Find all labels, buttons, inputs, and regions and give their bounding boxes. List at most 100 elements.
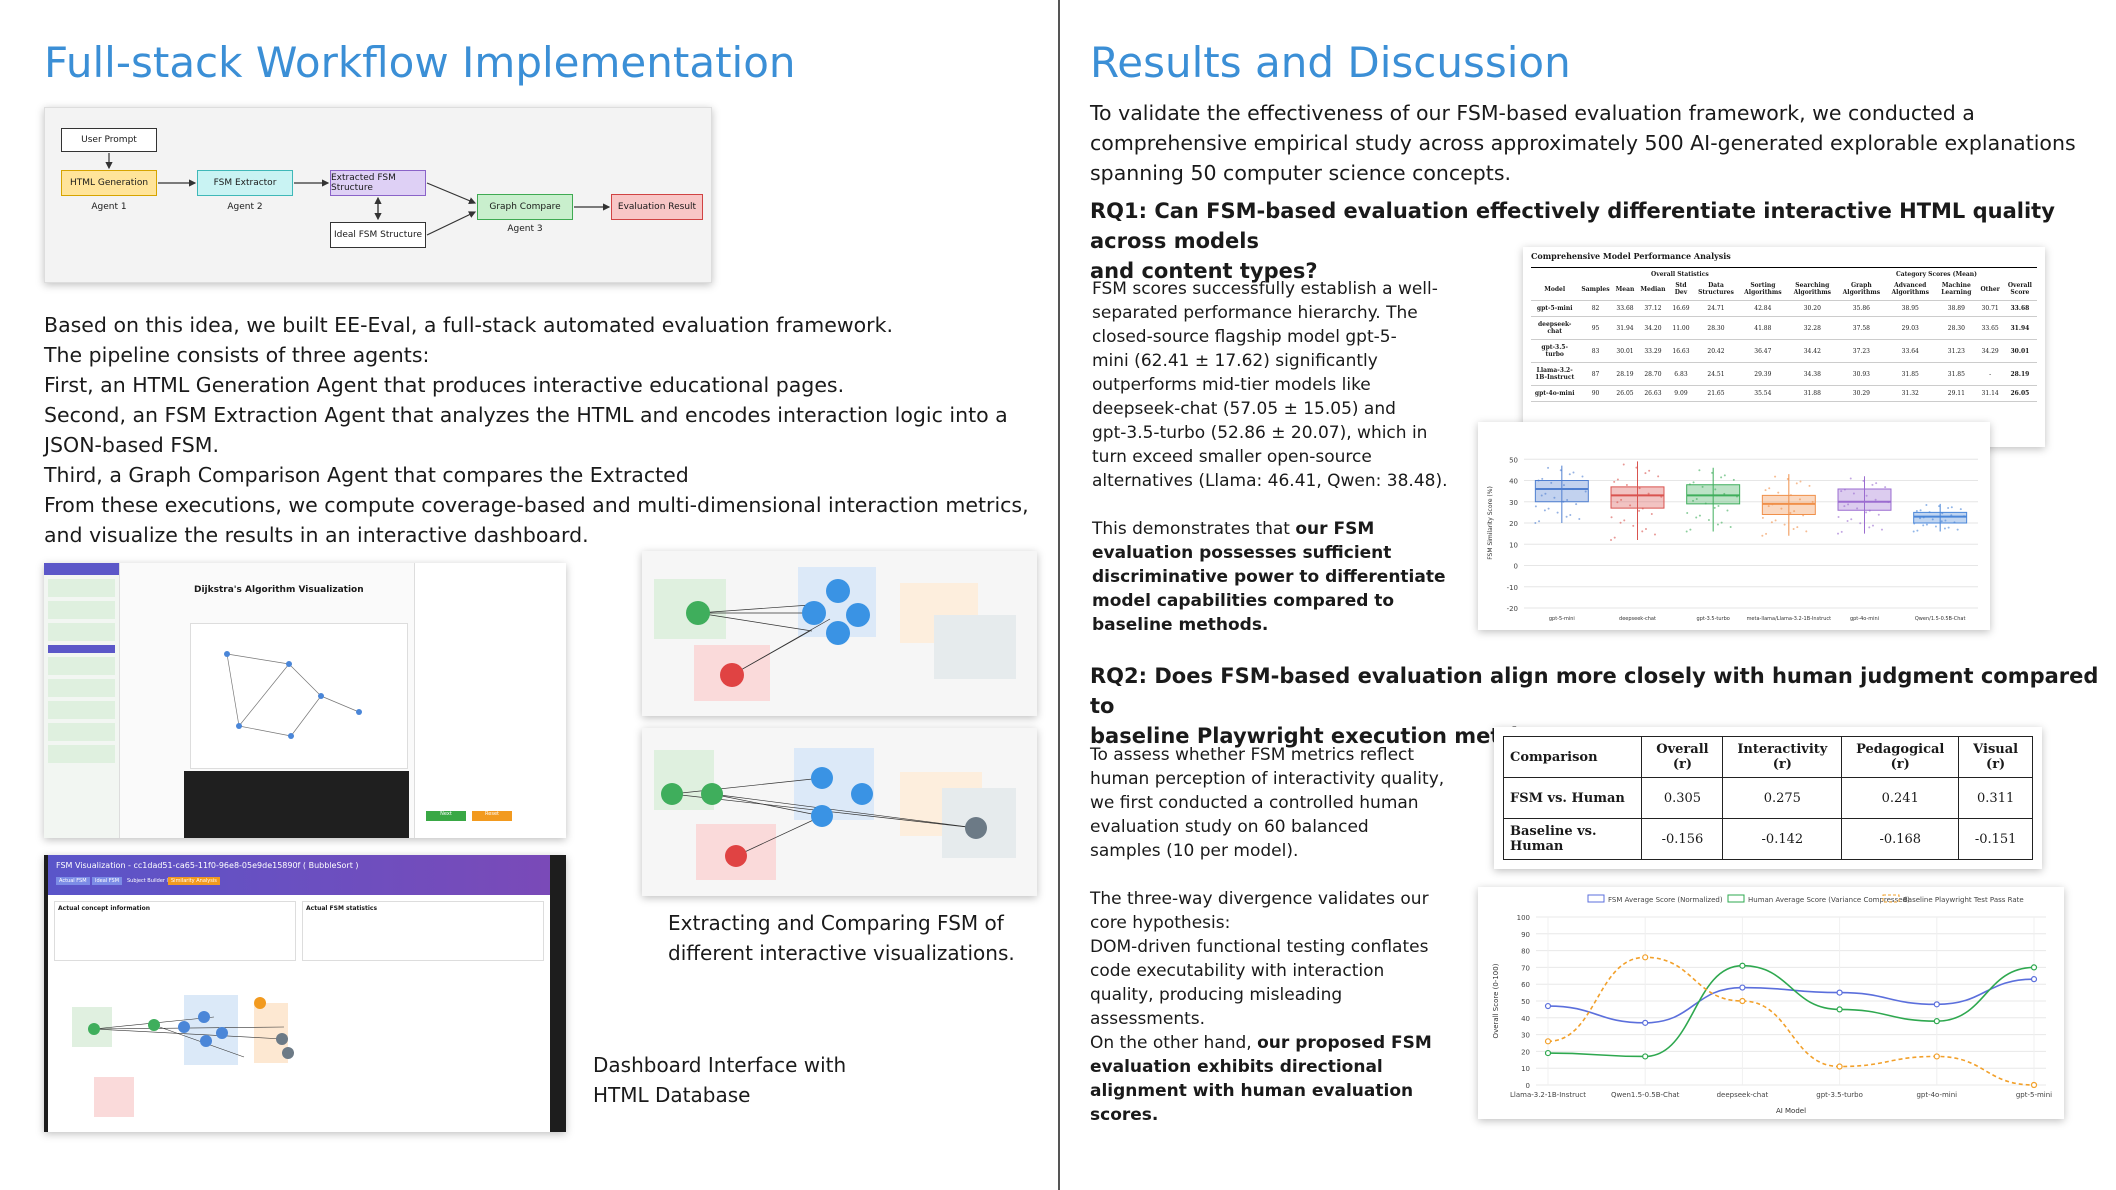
box-point [1550, 481, 1553, 484]
group-category-scores: Category Scores (Mean) [1895, 271, 1977, 278]
box-point [1685, 530, 1688, 533]
box-point [1553, 496, 1556, 499]
y-tick-label: 70 [1521, 964, 1530, 972]
box-point [1695, 497, 1698, 500]
rq1-text-line: outperforms mid-tier models like [1092, 375, 1371, 395]
y-tick-label: 10 [1521, 1065, 1530, 1073]
box-point [1562, 500, 1565, 503]
box-point [1538, 520, 1541, 523]
table-cell: 83 [1578, 339, 1613, 363]
box-point [1875, 482, 1878, 485]
table-cell: 24.51 [1693, 362, 1739, 386]
box-point [1913, 522, 1916, 525]
tab-actual-fsm[interactable]: Actual FSM [56, 877, 90, 885]
table-cell: 37.12 [1637, 300, 1669, 317]
box-point [1638, 509, 1641, 512]
box-point [1789, 511, 1792, 514]
box-point [1798, 498, 1801, 501]
box-point [1953, 521, 1956, 524]
series-point [1933, 1053, 1940, 1060]
box-point [1556, 511, 1559, 514]
box [1686, 484, 1741, 505]
rq2-text-line: assessments. [1090, 1009, 1206, 1029]
html-generation-node: HTML Generation [61, 170, 157, 196]
y-tick-label: 90 [1521, 931, 1530, 939]
box-point [1871, 483, 1874, 486]
table-cell: gpt-5-mini [1531, 300, 1579, 317]
box-point [1650, 513, 1653, 516]
box-point [1780, 507, 1783, 510]
table-cell: 87 [1578, 362, 1613, 386]
box-point [1714, 488, 1717, 491]
box-point [1925, 523, 1928, 526]
box-point [1856, 507, 1859, 510]
table-cell: 31.23 [1935, 339, 1978, 363]
box-point [1540, 494, 1543, 497]
y-tick-label: 80 [1521, 948, 1530, 956]
controls-panel [414, 563, 566, 838]
table-cell: gpt-4o-mini [1531, 385, 1579, 402]
table-cell: 26.05 [2002, 385, 2037, 402]
table-cell: 11.00 [1668, 316, 1694, 340]
table-cell: 33.29 [1637, 339, 1669, 363]
rq1-heading: RQ1: Can FSM-based evaluation effectivel… [1090, 196, 2100, 286]
box-point [1940, 520, 1943, 523]
table-cell: 34.38 [1787, 362, 1838, 386]
results-intro: To validate the effectiveness of our FSM… [1090, 98, 2090, 188]
table-cell: 34.42 [1787, 339, 1838, 363]
series-point [1739, 984, 1746, 991]
y-tick-label: 20 [1521, 1048, 1530, 1056]
table-header: Std Dev [1668, 278, 1694, 301]
fsm-dashboard-header: FSM Visualization - cc1dad51-ca65-11f0-9… [48, 855, 550, 895]
table-cell: 9.09 [1668, 385, 1694, 402]
y-tick-label: -10 [1507, 584, 1518, 592]
graph-canvas [190, 623, 408, 769]
series-point [1642, 1019, 1649, 1026]
box-point [1884, 486, 1887, 489]
table-cell: 24.71 [1693, 300, 1739, 317]
box-point [1711, 471, 1714, 474]
box-point [1547, 507, 1550, 510]
table-cell: 35.86 [1837, 300, 1886, 317]
reset-button[interactable]: Reset [472, 811, 512, 821]
series-point [1642, 1053, 1649, 1060]
box-point [1808, 484, 1811, 487]
y-tick-label: 60 [1521, 981, 1530, 989]
table-header: Pedagogical (r) [1841, 736, 1960, 778]
box-point [1568, 473, 1571, 476]
actual-info-title: Actual concept information [58, 905, 151, 912]
tab-similarity[interactable]: Similarity Analysis [168, 877, 220, 885]
box-point [1919, 517, 1922, 520]
tab-subject[interactable]: Subject Builder list [127, 878, 174, 884]
box-point [1959, 508, 1962, 511]
table-cell: 31.94 [1612, 316, 1638, 340]
box-point [1543, 509, 1546, 512]
table-header: Overall Score [2002, 278, 2037, 301]
table-cell: Baseline vs. Human [1502, 818, 1643, 860]
table-cell: 30.01 [1612, 339, 1638, 363]
box-point [1689, 528, 1692, 531]
tab-ideal-fsm[interactable]: Ideal FSM [92, 877, 123, 885]
table-cell: 30.71 [1977, 300, 2003, 317]
rq1-text-line: mini (62.41 ± 17.62) significantly [1092, 351, 1378, 371]
series-point [2030, 976, 2038, 983]
performance-table-title: Comprehensive Model Performance Analysis [1531, 251, 1731, 261]
box-point [1732, 478, 1735, 481]
box [1534, 480, 1589, 503]
box-point [1767, 505, 1770, 508]
box-point [1613, 480, 1616, 483]
next-button[interactable]: Next [426, 811, 466, 821]
box-point [1799, 480, 1802, 483]
box-point [1647, 492, 1650, 495]
box-point [1761, 534, 1764, 537]
table-header: Comparison [1502, 736, 1643, 778]
para-line-1: Based on this idea, we built EE-Eval, a … [44, 313, 893, 337]
box-point [1575, 503, 1578, 506]
series-point [1642, 954, 1649, 961]
table-cell: 31.85 [1885, 362, 1936, 386]
box-point [1537, 479, 1540, 482]
